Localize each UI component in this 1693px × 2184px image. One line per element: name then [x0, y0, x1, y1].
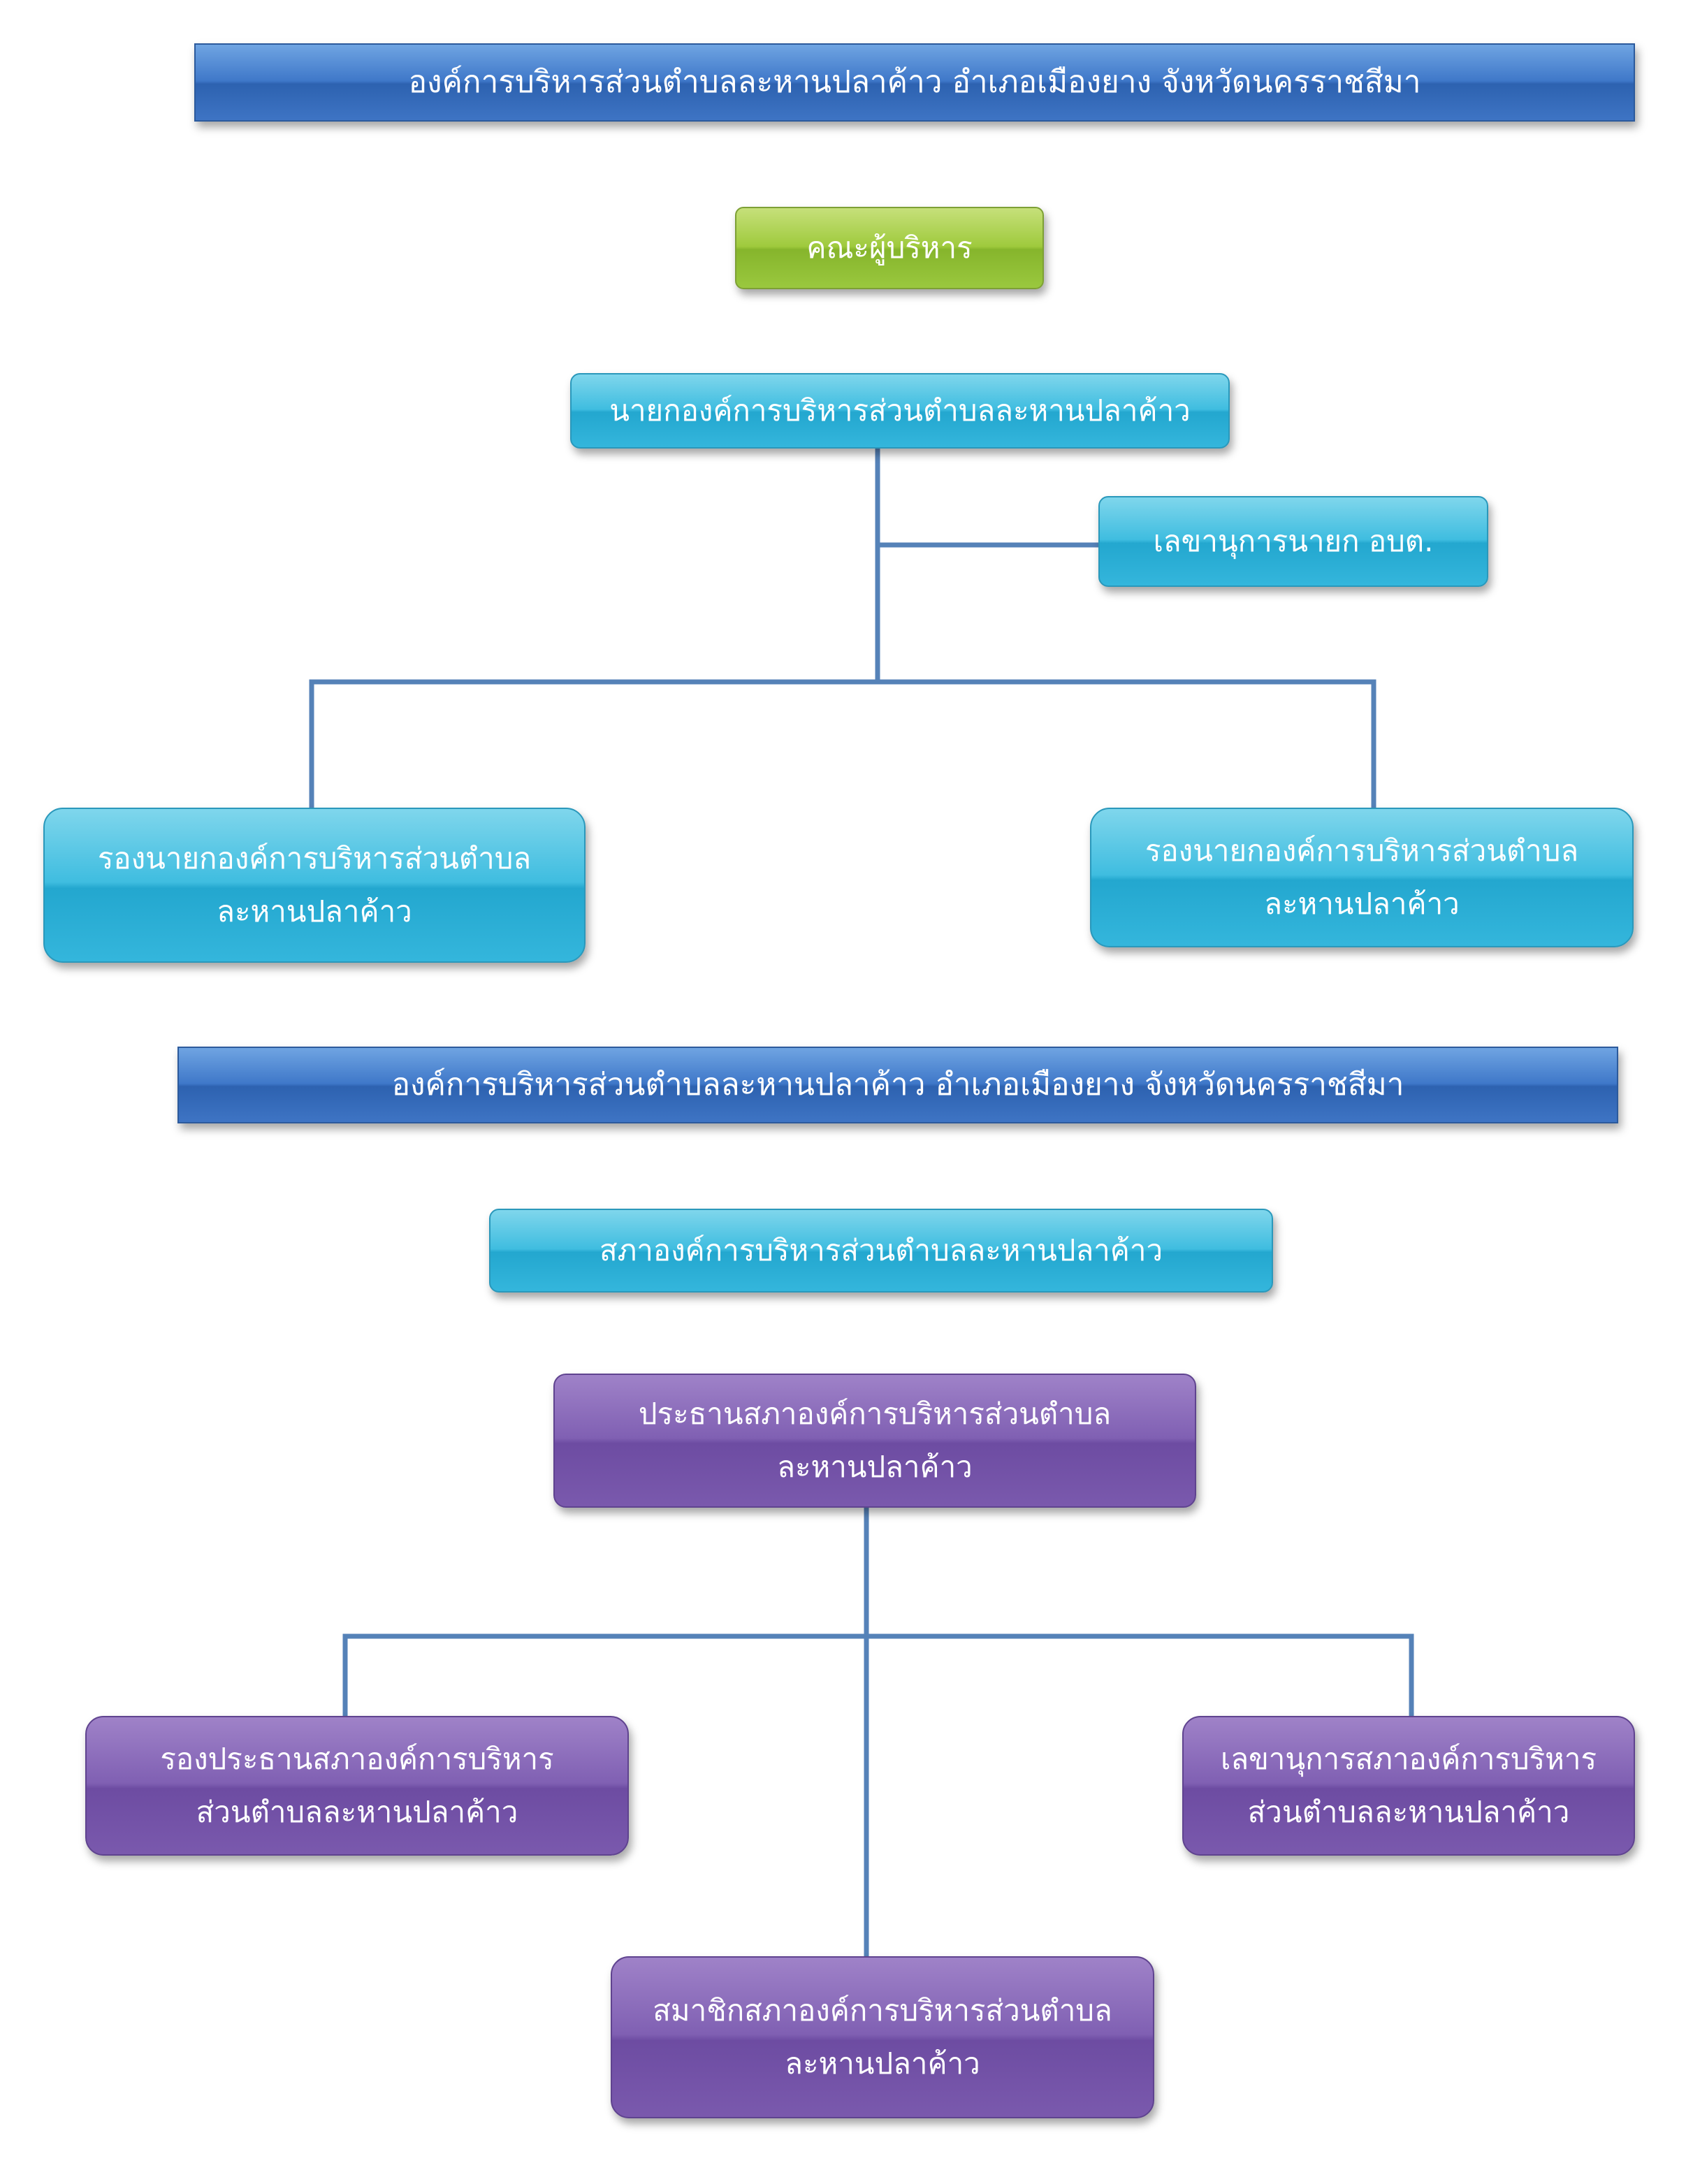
council-group-title-text: สภาองค์การบริหารส่วนตำบลละหานปลาค้าว: [599, 1233, 1163, 1267]
mayor-secretary-text: เลขานุการนายก อบต.: [1153, 524, 1434, 558]
council-banner: องค์การบริหารส่วนตำบลละหานปลาค้าว อำเภอเ…: [177, 1047, 1618, 1123]
mayor-text: นายกองค์การบริหารส่วนตำบลละหานปลาค้าว: [609, 393, 1191, 428]
executive-group-title-text: คณะผู้บริหาร: [806, 231, 973, 265]
council-chairman-box: ประธานสภาองค์การบริหารส่วนตำบล ละหานปลาค…: [553, 1374, 1196, 1508]
deputy-mayor-left-line2: ละหานปลาค้าว: [217, 894, 412, 929]
council-vice-chairman-box: รองประธานสภาองค์การบริหาร ส่วนตำบลละหานป…: [85, 1716, 629, 1856]
council-secretary-line1: เลขานุการสภาองค์การบริหาร: [1220, 1742, 1597, 1776]
council-chairman-line2: ละหานปลาค้าว: [777, 1450, 973, 1484]
council-members-line1: สมาชิกสภาองค์การบริหารส่วนตำบล: [653, 1993, 1112, 2028]
mayor-secretary-box: เลขานุการนายก อบต.: [1098, 496, 1488, 587]
council-chairman-line1: ประธานสภาองค์การบริหารส่วนตำบล: [638, 1397, 1112, 1431]
council-members-line2: ละหานปลาค้าว: [785, 2046, 980, 2081]
council-members-box: สมาชิกสภาองค์การบริหารส่วนตำบล ละหานปลาค…: [611, 1956, 1154, 2118]
deputy-mayor-right-line2: ละหานปลาค้าว: [1264, 887, 1460, 921]
executive-banner: องค์การบริหารส่วนตำบลละหานปลาค้าว อำเภอเ…: [194, 43, 1635, 122]
deputy-mayor-right-line1: รองนายกองค์การบริหารส่วนตำบล: [1145, 833, 1579, 868]
mayor-box: นายกองค์การบริหารส่วนตำบลละหานปลาค้าว: [570, 373, 1230, 449]
executive-banner-text: องค์การบริหารส่วนตำบลละหานปลาค้าว อำเภอเ…: [408, 64, 1421, 100]
council-vice-chairman-line2: ส่วนตำบลละหานปลาค้าว: [196, 1795, 518, 1829]
deputy-mayor-right-box: รองนายกองค์การบริหารส่วนตำบล ละหานปลาค้า…: [1090, 808, 1634, 947]
council-secretary-line2: ส่วนตำบลละหานปลาค้าว: [1247, 1795, 1570, 1829]
deputy-mayor-left-box: รองนายกองค์การบริหารส่วนตำบล ละหานปลาค้า…: [43, 808, 586, 963]
executive-group-title: คณะผู้บริหาร: [735, 207, 1044, 289]
council-vice-chairman-line1: รองประธานสภาองค์การบริหาร: [160, 1742, 554, 1776]
council-secretary-box: เลขานุการสภาองค์การบริหาร ส่วนตำบลละหานป…: [1182, 1716, 1635, 1856]
council-group-title: สภาองค์การบริหารส่วนตำบลละหานปลาค้าว: [489, 1209, 1273, 1293]
deputy-mayor-left-line1: รองนายกองค์การบริหารส่วนตำบล: [97, 841, 532, 875]
council-banner-text: องค์การบริหารส่วนตำบลละหานปลาค้าว อำเภอเ…: [391, 1067, 1404, 1102]
